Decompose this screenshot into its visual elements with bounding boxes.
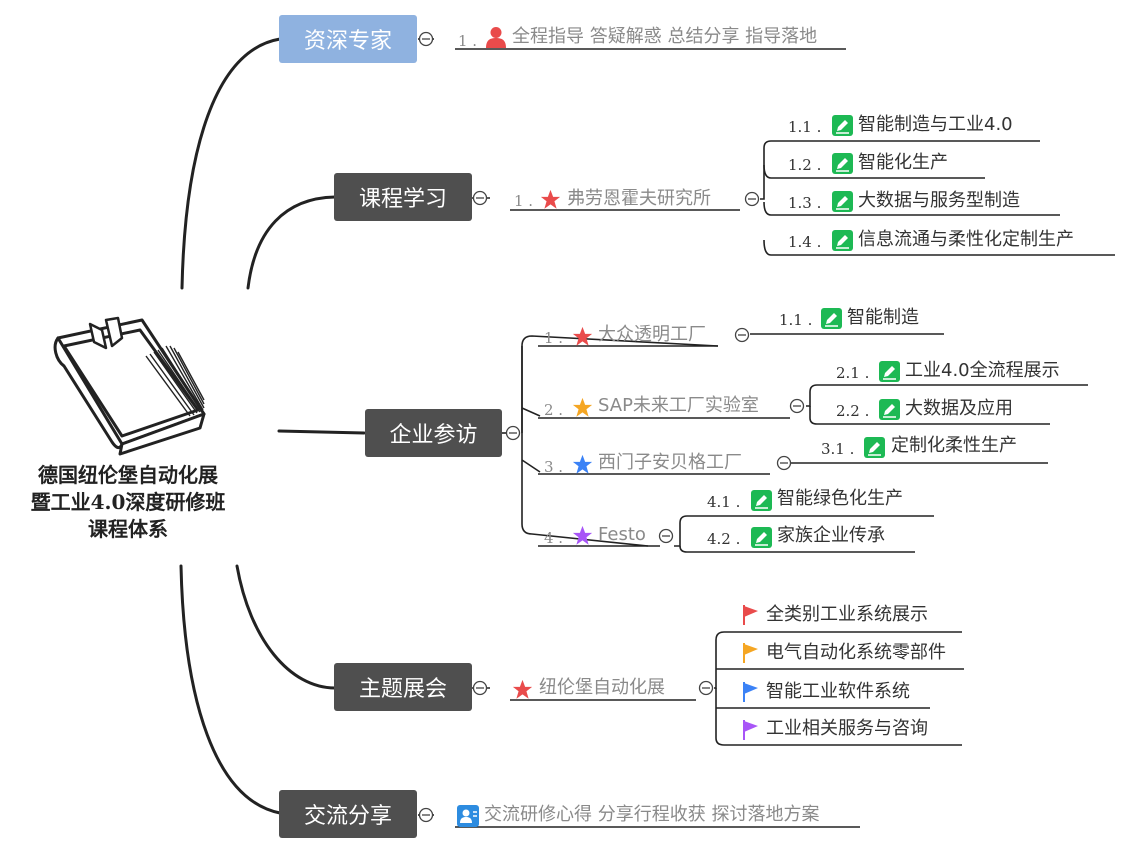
visit-sub-number-4-2: 4.2 . — [707, 530, 741, 548]
pencil-icon — [832, 115, 853, 136]
star-icon — [572, 525, 593, 545]
flag-icon — [743, 643, 758, 663]
visit-item-text-2[interactable]: SAP未来工厂实验室 — [598, 395, 759, 416]
expert-item-text[interactable]: 全程指导 答疑解惑 总结分享 指导落地 — [512, 26, 818, 47]
branch-visit[interactable]: 企业参访 — [365, 409, 502, 457]
expo-item-text[interactable]: 纽伦堡自动化展 — [539, 677, 665, 698]
course-sub-number-3: 1.3 . — [788, 194, 822, 212]
branch-share[interactable]: 交流分享 — [279, 790, 417, 838]
course-item-number: 1 . — [514, 192, 534, 210]
central-topic[interactable]: 德国纽伦堡自动化展 暨工业4.0深度研修班 课程体系 — [8, 462, 248, 543]
expo-flag-text-2[interactable]: 电气自动化系统零部件 — [766, 642, 946, 663]
expert-item-number: 1 . — [458, 32, 478, 50]
visit-item-number-1: 1 . — [544, 329, 564, 347]
pencil-icon — [832, 230, 853, 251]
expo-flag-text-4[interactable]: 工业相关服务与咨询 — [766, 718, 928, 739]
course-sub-text-1[interactable]: 智能制造与工业4.0 — [858, 114, 1013, 135]
visit-sub-text-2-1[interactable]: 工业4.0全流程展示 — [905, 360, 1060, 381]
visit-item-text-1[interactable]: 大众透明工厂 — [598, 324, 706, 345]
course-sub-number-2: 1.2 . — [788, 156, 822, 174]
pencil-icon — [821, 308, 842, 329]
star-icon — [572, 454, 593, 474]
pencil-icon — [879, 399, 900, 420]
branch-expo[interactable]: 主题展会 — [334, 663, 472, 711]
visit-sub-text-3-1[interactable]: 定制化柔性生产 — [891, 435, 1017, 456]
visit-item-text-4[interactable]: Festo — [598, 524, 646, 545]
branch-course[interactable]: 课程学习 — [334, 173, 472, 221]
visit-sub-text-4-1[interactable]: 智能绿色化生产 — [777, 488, 903, 509]
star-icon — [572, 326, 593, 346]
course-sub-number-4: 1.4 . — [788, 233, 822, 251]
visit-sub-number-3-1: 3.1 . — [821, 440, 855, 458]
visit-sub-text-1-1[interactable]: 智能制造 — [847, 307, 919, 328]
visit-sub-number-1-1: 1.1 . — [779, 311, 813, 329]
visit-item-number-4: 4 . — [544, 529, 564, 547]
person-icon — [486, 27, 506, 48]
visit-item-number-3: 3 . — [544, 458, 564, 476]
course-sub-text-3[interactable]: 大数据与服务型制造 — [858, 190, 1020, 211]
contact-card-icon — [457, 805, 479, 827]
visit-sub-number-2-2: 2.2 . — [836, 402, 870, 420]
star-icon — [572, 397, 593, 417]
branch-expert[interactable]: 资深专家 — [279, 15, 417, 63]
pencil-icon — [751, 490, 772, 511]
flag-icon — [743, 720, 758, 740]
branch-visit-title: 企业参访 — [389, 423, 478, 448]
visit-sub-text-4-2[interactable]: 家族企业传承 — [777, 525, 885, 546]
star-icon — [540, 189, 561, 209]
branch-expo-title: 主题展会 — [358, 677, 447, 702]
pencil-icon — [832, 191, 853, 212]
central-title-line3: 课程体系 — [88, 517, 168, 541]
course-sub-text-4[interactable]: 信息流通与柔性化定制生产 — [858, 229, 1074, 250]
pencil-icon — [832, 153, 853, 174]
visit-sub-text-2-2[interactable]: 大数据及应用 — [905, 398, 1013, 419]
branch-expert-title: 资深专家 — [303, 29, 392, 54]
book-icon — [53, 316, 206, 456]
visit-item-text-3[interactable]: 西门子安贝格工厂 — [598, 452, 742, 473]
visit-sub-number-4-1: 4.1 . — [707, 493, 741, 511]
course-item-text[interactable]: 弗劳恩霍夫研究所 — [567, 188, 711, 209]
pencil-icon — [879, 361, 900, 382]
share-item-text[interactable]: 交流研修心得 分享行程收获 探讨落地方案 — [484, 804, 820, 825]
branch-course-title: 课程学习 — [358, 187, 447, 212]
flag-icon — [743, 682, 758, 702]
flag-icon — [743, 605, 758, 625]
branch-share-title: 交流分享 — [303, 804, 392, 829]
central-title-line2: 暨工业4.0深度研修班 — [30, 490, 226, 514]
expo-flag-text-1[interactable]: 全类别工业系统展示 — [766, 604, 928, 625]
central-title-line1: 德国纽伦堡自动化展 — [38, 463, 218, 487]
pencil-icon — [751, 527, 772, 548]
expo-flag-text-3[interactable]: 智能工业软件系统 — [766, 681, 910, 702]
course-sub-number-1: 1.1 . — [788, 118, 822, 136]
star-icon — [512, 679, 533, 699]
course-sub-text-2[interactable]: 智能化生产 — [858, 152, 948, 173]
visit-sub-number-2-1: 2.1 . — [836, 364, 870, 382]
visit-item-number-2: 2 . — [544, 401, 564, 419]
pencil-icon — [864, 437, 885, 458]
